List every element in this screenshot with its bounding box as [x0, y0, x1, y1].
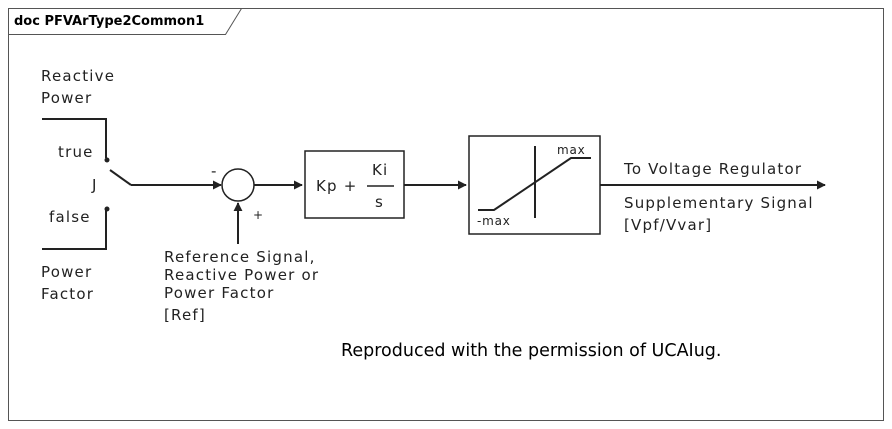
- frame-tab: [8, 8, 242, 35]
- switch-top-label-line1: Reactive: [41, 67, 115, 85]
- pi-denominator: s: [375, 193, 384, 211]
- permission-caption: Reproduced with the permission of UCAIug…: [341, 341, 721, 361]
- limiter-saturation-curve: [478, 157, 591, 211]
- switch-true-wire: [42, 118, 107, 158]
- output-label-line1: To Voltage Regulator: [623, 160, 802, 178]
- switch-top-label-line2: Power: [41, 89, 92, 107]
- pi-block-box: [304, 150, 405, 219]
- summing-plus-sign: +: [253, 208, 264, 222]
- reference-label-line3: Power Factor: [164, 284, 274, 302]
- output-label-line3: [Vpf/Vvar]: [624, 216, 712, 234]
- pi-controller-block: Kp + Ki s: [304, 150, 405, 219]
- switch: Reactive Power true J false Power Factor: [41, 67, 132, 303]
- switch-false-wire: [42, 209, 107, 250]
- limiter-max-label: max: [557, 143, 586, 157]
- switch-blade: [109, 169, 132, 186]
- frame-border: [8, 8, 884, 421]
- reference-label-line4: [Ref]: [164, 306, 206, 324]
- switch-bottom-label-line2: Factor: [41, 285, 94, 303]
- switch-false-label: false: [49, 208, 91, 226]
- switch-junction-label: J: [91, 176, 98, 194]
- limiter-block: max -max: [468, 135, 601, 235]
- frame-tab-label: doc PFVArType2Common1: [14, 14, 204, 29]
- reference-label-line1: Reference Signal,: [164, 248, 316, 266]
- switch-true-label: true: [58, 143, 94, 161]
- limiter-min-label: -max: [477, 214, 511, 228]
- pi-numerator: Ki: [372, 161, 388, 179]
- switch-true-contact: [104, 157, 110, 163]
- summing-minus-sign: -: [211, 162, 218, 180]
- output-label-line2: Supplementary Signal: [624, 194, 814, 212]
- pi-prefix: Kp +: [316, 177, 358, 195]
- summing-junction-circle: [221, 168, 255, 202]
- switch-bottom-label-line1: Power: [41, 263, 92, 281]
- reference-label-line2: Reactive Power or: [164, 266, 319, 284]
